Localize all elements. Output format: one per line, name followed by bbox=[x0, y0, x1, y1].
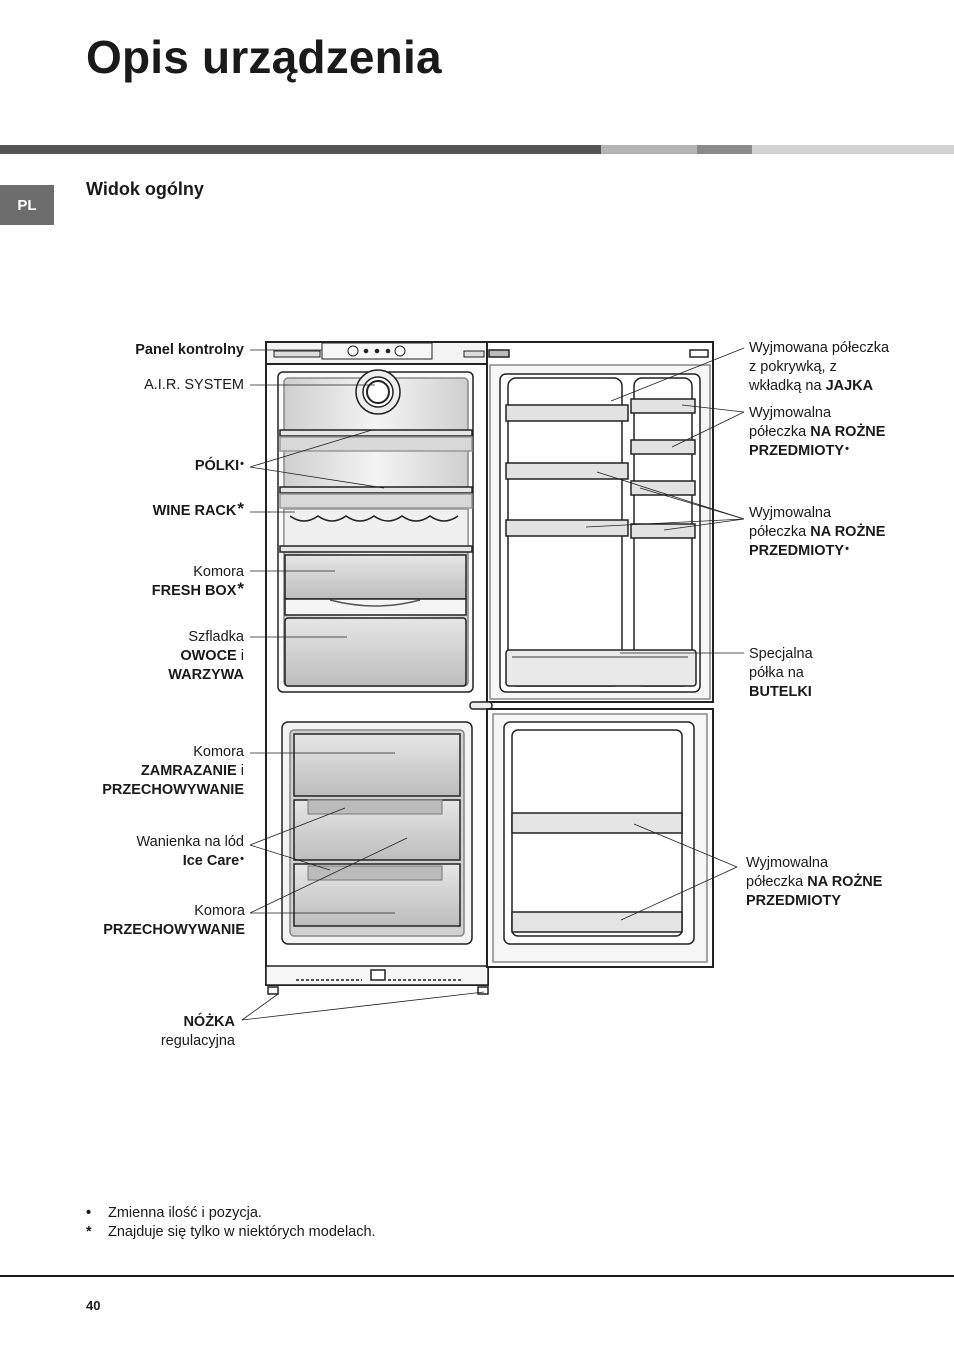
variable-marker: • bbox=[240, 458, 244, 470]
section-title: Widok ogólny bbox=[86, 179, 204, 199]
leader-lines bbox=[241, 347, 745, 1021]
freezer-compartment bbox=[281, 721, 473, 945]
footnote-variable: •Zmienna ilość i pozycja. bbox=[86, 1205, 262, 1221]
upper-door bbox=[469, 341, 714, 710]
label-control-panel: Panel kontrolny bbox=[135, 342, 244, 358]
fridge-compartment bbox=[277, 369, 474, 693]
header-bar-dark bbox=[0, 145, 601, 154]
fridge-base bbox=[265, 965, 489, 995]
header-bar-light bbox=[601, 145, 697, 154]
variable-marker: • bbox=[845, 543, 849, 555]
footnote-model: *Znajduje się tylko w niektórych modelac… bbox=[86, 1224, 376, 1240]
control-panel bbox=[321, 342, 433, 360]
page-title: Opis urządzenia bbox=[86, 31, 442, 83]
page-number: 40 bbox=[86, 1298, 101, 1313]
bottom-rule bbox=[0, 1275, 954, 1277]
language-tab: PL bbox=[0, 185, 54, 225]
model-marker: * bbox=[237, 499, 244, 518]
lower-door bbox=[486, 708, 714, 968]
variable-marker: • bbox=[845, 443, 849, 455]
label-wine-rack: WINE RACK* bbox=[152, 499, 244, 519]
header-bar-mid bbox=[697, 145, 752, 154]
label-air-system: A.I.R. SYSTEM bbox=[144, 377, 244, 393]
model-marker: * bbox=[237, 579, 244, 598]
label-shelves: PÓLKI• bbox=[194, 458, 244, 474]
header-bar-pale bbox=[752, 145, 954, 154]
variable-marker: • bbox=[240, 853, 244, 865]
